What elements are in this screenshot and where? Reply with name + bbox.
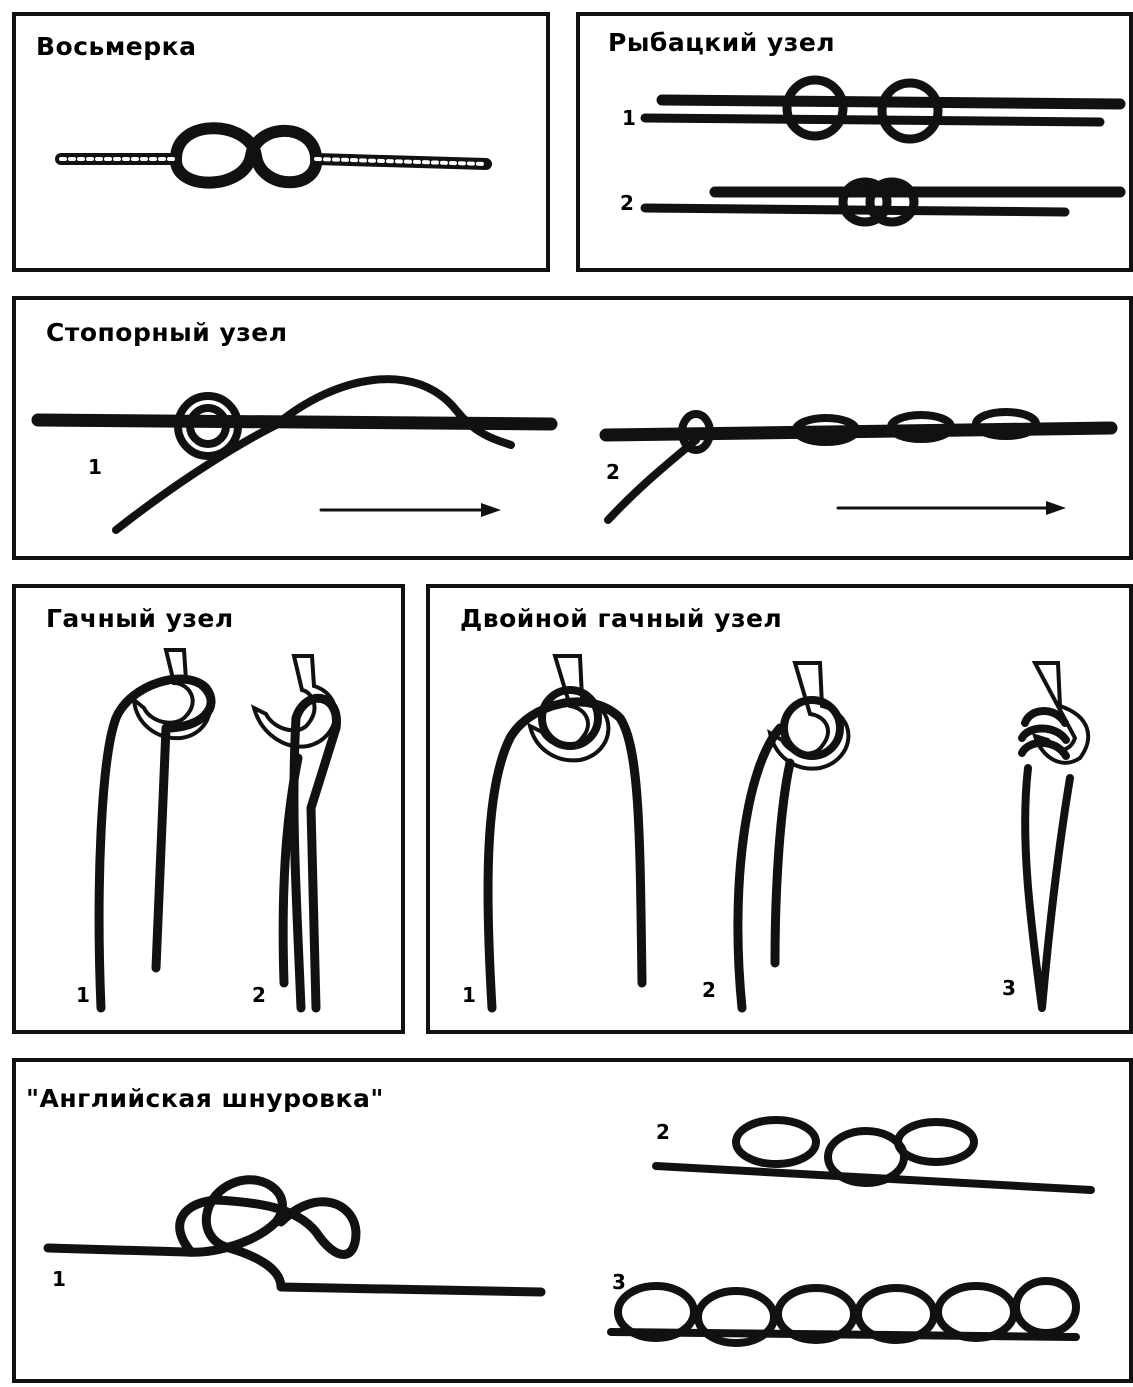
figure-eight-knot-illustration <box>16 16 546 266</box>
hitch-knot-illustration <box>16 588 409 1038</box>
panel-double-hitch-knot: Двойной гачный узел 1 2 3 <box>426 584 1133 1034</box>
fisherman-knot-illustration <box>580 16 1133 276</box>
stopper-knot-illustration <box>16 300 1133 564</box>
panel-figure-eight: Восьмерка <box>12 12 550 272</box>
panel-english-lacing: "Английская шнуровка" 1 2 3 <box>12 1058 1133 1383</box>
panel-fisherman-knot: Рыбацкий узел 1 2 <box>576 12 1133 272</box>
panel-stopper-knot: Стопорный узел 1 2 <box>12 296 1133 560</box>
panel-hitch-knot: Гачный узел 1 2 <box>12 584 405 1034</box>
english-lacing-illustration <box>16 1062 1133 1387</box>
double-hitch-knot-illustration <box>430 588 1133 1038</box>
